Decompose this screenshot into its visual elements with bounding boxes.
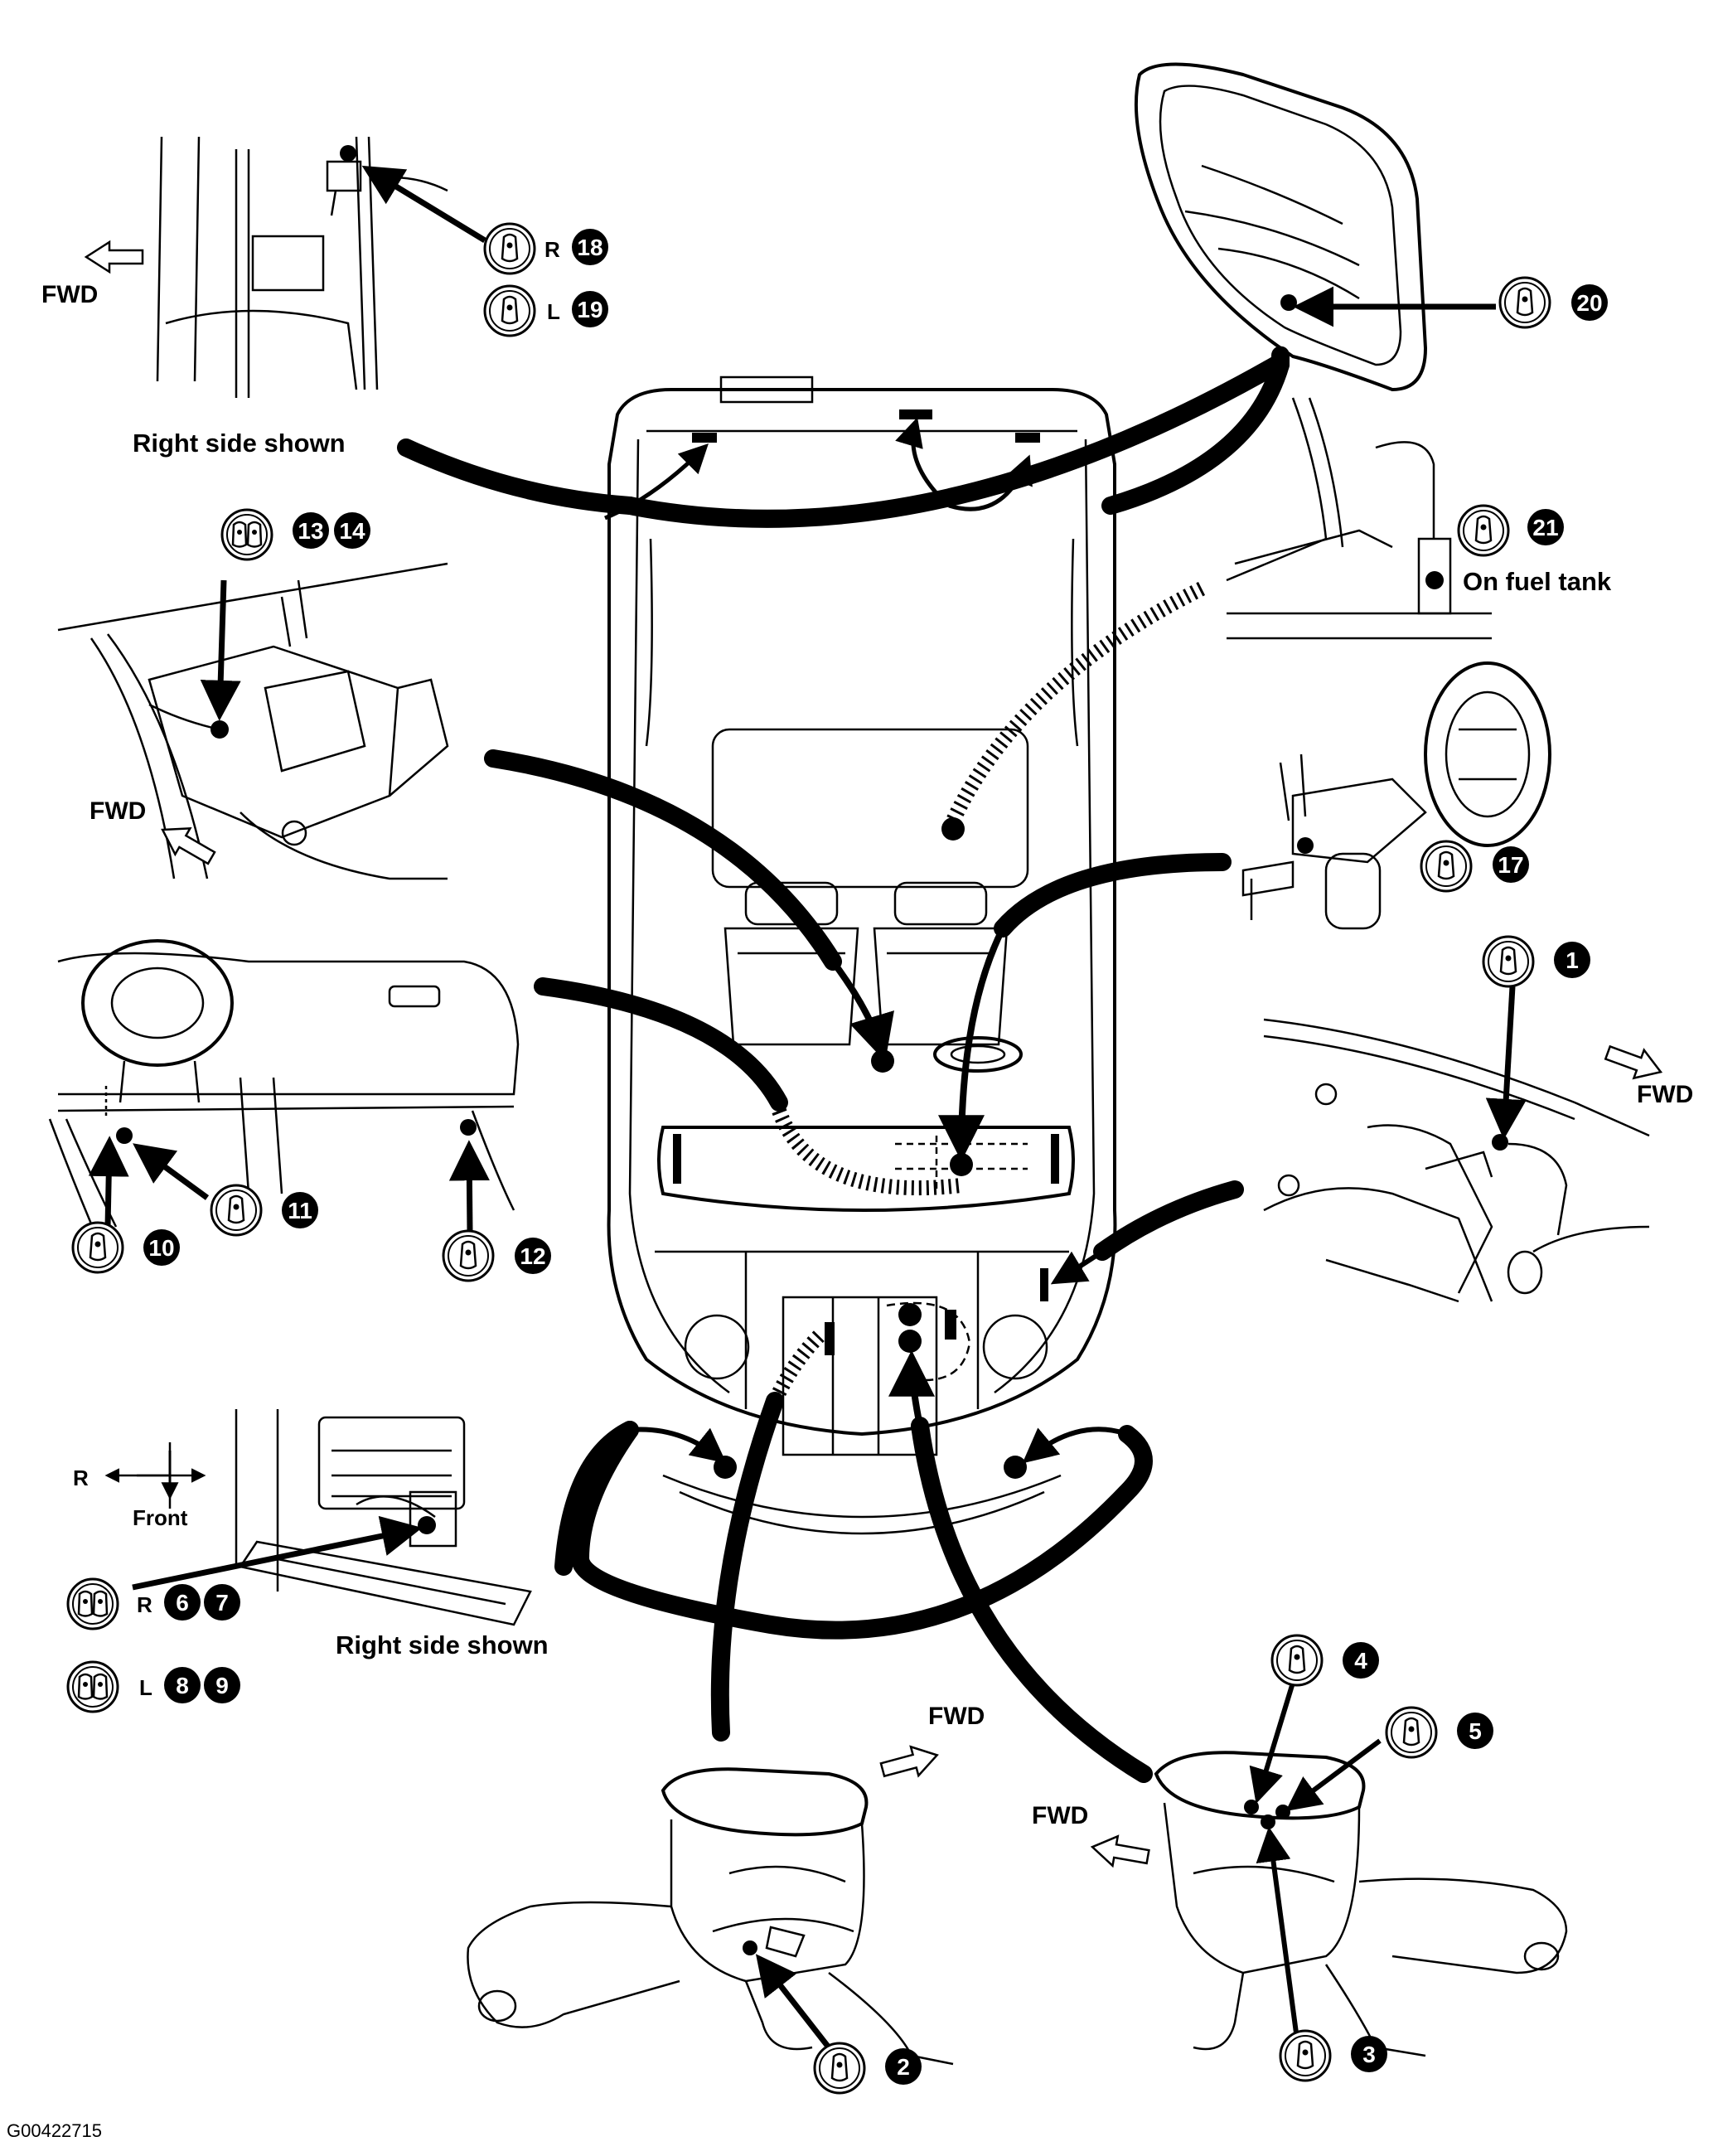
callout-number-18: 18 — [577, 235, 603, 260]
callout-6-7: R 6 7 — [66, 1577, 240, 1630]
figure-code: G00422715 — [7, 2120, 102, 2141]
inset-engine-bay: FWD — [1263, 986, 1693, 1303]
connector-icon — [1270, 1634, 1324, 1687]
callout-number-6: 6 — [176, 1590, 189, 1616]
fwd-label: FWD — [928, 1703, 985, 1730]
callout-20: 20 — [1498, 276, 1608, 329]
callout-number-7: 7 — [215, 1590, 229, 1616]
caption-on-fuel-tank: On fuel tank — [1463, 567, 1612, 596]
dir-front-label: Front — [133, 1505, 188, 1530]
callout-12: 12 — [442, 1229, 551, 1282]
callout-number-12: 12 — [520, 1243, 545, 1269]
connector-icon — [483, 284, 536, 337]
callout-17: 17 — [1420, 840, 1529, 893]
side-r-label: R — [544, 237, 560, 262]
callout-number-3: 3 — [1362, 2042, 1376, 2067]
connector-icon — [483, 222, 536, 275]
connector-icon — [1385, 1706, 1438, 1759]
fwd-label: FWD — [1032, 1802, 1088, 1829]
callout-number-13: 13 — [298, 518, 323, 544]
callout-number-8: 8 — [176, 1673, 189, 1698]
side-l-label: L — [547, 299, 560, 324]
vehicle-body-top-view — [607, 375, 1117, 1535]
inset-front-sensor-left: FWD — [467, 1703, 985, 2066]
connector-icon — [1420, 840, 1473, 893]
fwd-label: FWD — [1637, 1081, 1693, 1108]
callout-number-2: 2 — [897, 2054, 910, 2080]
inset-airbag-module: FWD — [57, 562, 449, 880]
callout-19: L 19 — [483, 284, 608, 337]
callout-number-5: 5 — [1469, 1718, 1482, 1744]
inset-front-sensor-right: FWD — [1032, 1682, 1568, 2057]
connector-icon — [66, 1660, 119, 1713]
connector-icon — [210, 1184, 263, 1237]
callout-13-14: 13 14 — [220, 508, 370, 561]
callout-number-1: 1 — [1566, 947, 1579, 973]
callout-number-4: 4 — [1354, 1648, 1367, 1674]
fwd-arrow-left-3 — [1088, 1831, 1152, 1873]
callout-number-9: 9 — [215, 1673, 229, 1698]
connector-icon — [66, 1577, 119, 1630]
callout-number-10: 10 — [148, 1235, 174, 1261]
callout-number-17: 17 — [1498, 852, 1523, 878]
callout-18: R 18 — [483, 222, 608, 275]
inset-fuel-tank: On fuel tank — [1226, 397, 1612, 640]
side-l-label: L — [139, 1675, 152, 1700]
callout-number-20: 20 — [1576, 290, 1602, 316]
fwd-label: FWD — [90, 797, 146, 825]
callout-number-19: 19 — [577, 297, 603, 322]
callout-number-11: 11 — [288, 1198, 312, 1223]
dir-r-label: R — [73, 1466, 89, 1490]
callout-11: 11 — [210, 1184, 318, 1237]
caption-right-side-shown: Right side shown — [336, 1630, 549, 1659]
callout-21: 21 — [1457, 504, 1564, 557]
fwd-arrow-right-2 — [878, 1739, 942, 1785]
inset-steering-column — [1241, 661, 1551, 930]
leader-lines — [397, 346, 1290, 1783]
callout-8-9: L 8 9 — [66, 1660, 240, 1713]
body-connector-points — [692, 409, 1040, 1479]
inset-rear-hatch — [1134, 62, 1496, 392]
callout-2: 2 — [813, 2042, 922, 2095]
fwd-arrow-right-1 — [1601, 1037, 1667, 1088]
callout-number-21: 21 — [1532, 515, 1558, 540]
fwd-label: FWD — [41, 281, 98, 308]
caption-right-side-shown: Right side shown — [133, 429, 346, 458]
connector-icon — [1498, 276, 1551, 329]
seat-right — [873, 881, 1009, 1046]
callout-5: 5 — [1385, 1706, 1493, 1759]
callout-4: 4 — [1270, 1634, 1379, 1687]
callout-1: 1 — [1482, 935, 1590, 988]
connector-icon — [813, 2042, 866, 2095]
inset-door-sill: R Front Right side shown — [73, 1409, 549, 1659]
fwd-arrow-left-1 — [85, 240, 144, 274]
connector-icon — [442, 1229, 495, 1282]
side-r-label: R — [137, 1592, 152, 1617]
connector-icon — [1279, 2029, 1332, 2082]
connector-icon — [1482, 935, 1535, 988]
callout-10: 10 — [71, 1221, 180, 1274]
connector-icon — [1457, 504, 1510, 557]
connector-icon — [71, 1221, 124, 1274]
inset-side-pillar-top-left: FWD Right side shown — [41, 136, 486, 458]
connector-icon — [220, 508, 273, 561]
inset-dashboard — [48, 939, 520, 1244]
callout-number-14: 14 — [339, 518, 365, 544]
callout-3: 3 — [1279, 2029, 1387, 2082]
